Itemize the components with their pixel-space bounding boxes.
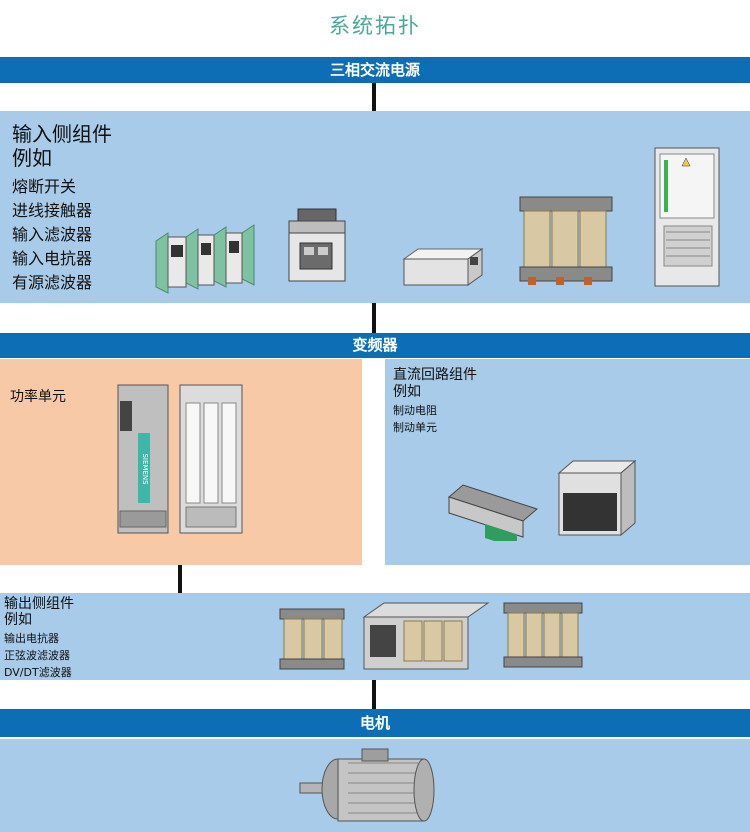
- page-title: 系统拓扑: [329, 14, 421, 38]
- dc-link-panel: 直流回路组件 例如 制动电阻 制动单元: [385, 359, 750, 565]
- motor-bar: 电机: [0, 709, 750, 737]
- braking-module-image: [447, 484, 539, 541]
- power-unit-label: 功率单元: [10, 389, 66, 405]
- dc-heading: 直流回路组件: [393, 367, 477, 383]
- connector-output-motor: [372, 680, 376, 709]
- braking-resistor-image: [557, 459, 637, 537]
- power-unit-panel: 功率单元 SIEMENS: [0, 359, 362, 565]
- output-item-output-reactor: 输出电抗器: [4, 632, 59, 645]
- power-module-image: [117, 384, 169, 534]
- fuse-switch-image: [155, 224, 255, 294]
- dc-example-label: 例如: [393, 384, 421, 400]
- output-item-dvdt-filter: DV/DT滤波器: [4, 666, 72, 679]
- connector-input-converter: [372, 303, 376, 333]
- output-components-panel: 输出侧组件 例如 输出电抗器 正弦波滤波器 DV/DT滤波器: [0, 593, 750, 680]
- converter-bar: 变频器: [0, 333, 750, 358]
- input-heading: 输入侧组件: [12, 122, 112, 146]
- dc-item-braking-resistor: 制动电阻: [393, 404, 437, 417]
- input-item-contactor: 进线接触器: [12, 201, 93, 220]
- dc-item-braking-unit: 制动单元: [393, 421, 437, 434]
- input-reactor-image: [519, 196, 613, 285]
- supply-bar: 三相交流电源: [0, 57, 750, 83]
- input-components-panel: 输入侧组件 例如 熔断开关 进线接触器 输入滤波器 输入电抗器 有源滤波器: [0, 111, 750, 303]
- output-item-sine-filter: 正弦波滤波器: [4, 649, 70, 662]
- power-module-open-image: [179, 384, 243, 534]
- input-item-active-filter: 有源滤波器: [12, 273, 93, 292]
- connector-supply-input: [372, 83, 376, 111]
- input-item-input-filter: 输入滤波器: [12, 225, 93, 244]
- input-example-label: 例如: [12, 146, 52, 170]
- brand-siemens-label: SIEMENS: [141, 453, 149, 485]
- output-example-label: 例如: [4, 612, 32, 628]
- sine-filter-image: [362, 602, 490, 670]
- svg-text:SIEMENS: SIEMENS: [141, 453, 149, 485]
- motor-image: [299, 748, 435, 822]
- input-filter-image: [402, 248, 484, 286]
- output-heading: 输出侧组件: [4, 596, 74, 612]
- motor-panel: [0, 739, 750, 832]
- dvdt-filter-image: [503, 602, 583, 668]
- input-item-fuse-switch: 熔断开关: [12, 177, 77, 196]
- active-filter-cabinet-image: [654, 147, 720, 287]
- output-reactor-image: [279, 608, 345, 670]
- line-contactor-image: [288, 208, 346, 282]
- input-item-input-reactor: 输入电抗器: [12, 249, 93, 268]
- connector-converter-output: [178, 565, 182, 593]
